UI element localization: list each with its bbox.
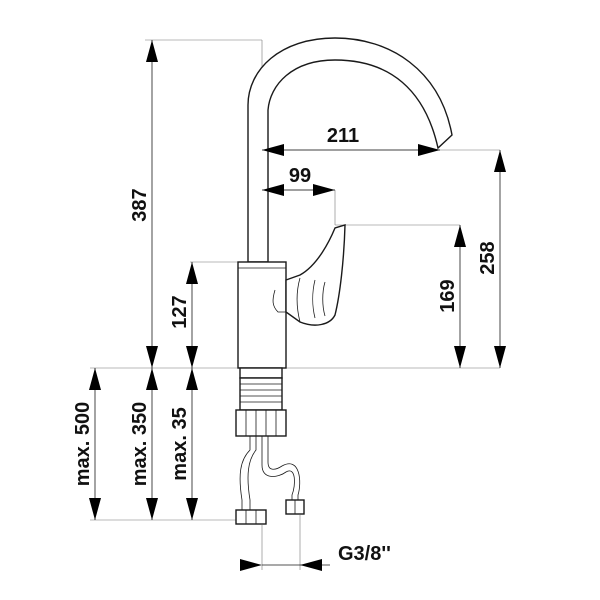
dimension-labels: 387 211 99 258 169 127 max. 500 max. 350… — [72, 125, 499, 565]
dimension-lines — [89, 40, 506, 571]
supply-hose-left — [239, 436, 257, 512]
fitting-left — [235, 509, 267, 525]
supply-hose-right — [261, 436, 301, 505]
base-ring — [239, 367, 283, 379]
label-max-500: max. 500 — [72, 402, 94, 487]
label-127: 127 — [169, 295, 191, 328]
fixing-nut — [235, 409, 287, 437]
threaded-shank — [239, 377, 283, 411]
label-max-350: max. 350 — [129, 402, 151, 487]
label-99: 99 — [289, 165, 311, 187]
faucet-outline — [235, 37, 453, 525]
mixer-body — [237, 261, 287, 369]
label-211: 211 — [327, 125, 359, 147]
label-thread: G3/8'' — [338, 543, 391, 565]
label-max-35: max. 35 — [169, 407, 191, 480]
spout-tip — [437, 134, 453, 149]
label-258: 258 — [477, 241, 499, 274]
label-387: 387 — [129, 188, 151, 221]
label-169: 169 — [437, 279, 459, 312]
lever-handle — [285, 224, 346, 326]
lever-cap — [296, 277, 326, 323]
